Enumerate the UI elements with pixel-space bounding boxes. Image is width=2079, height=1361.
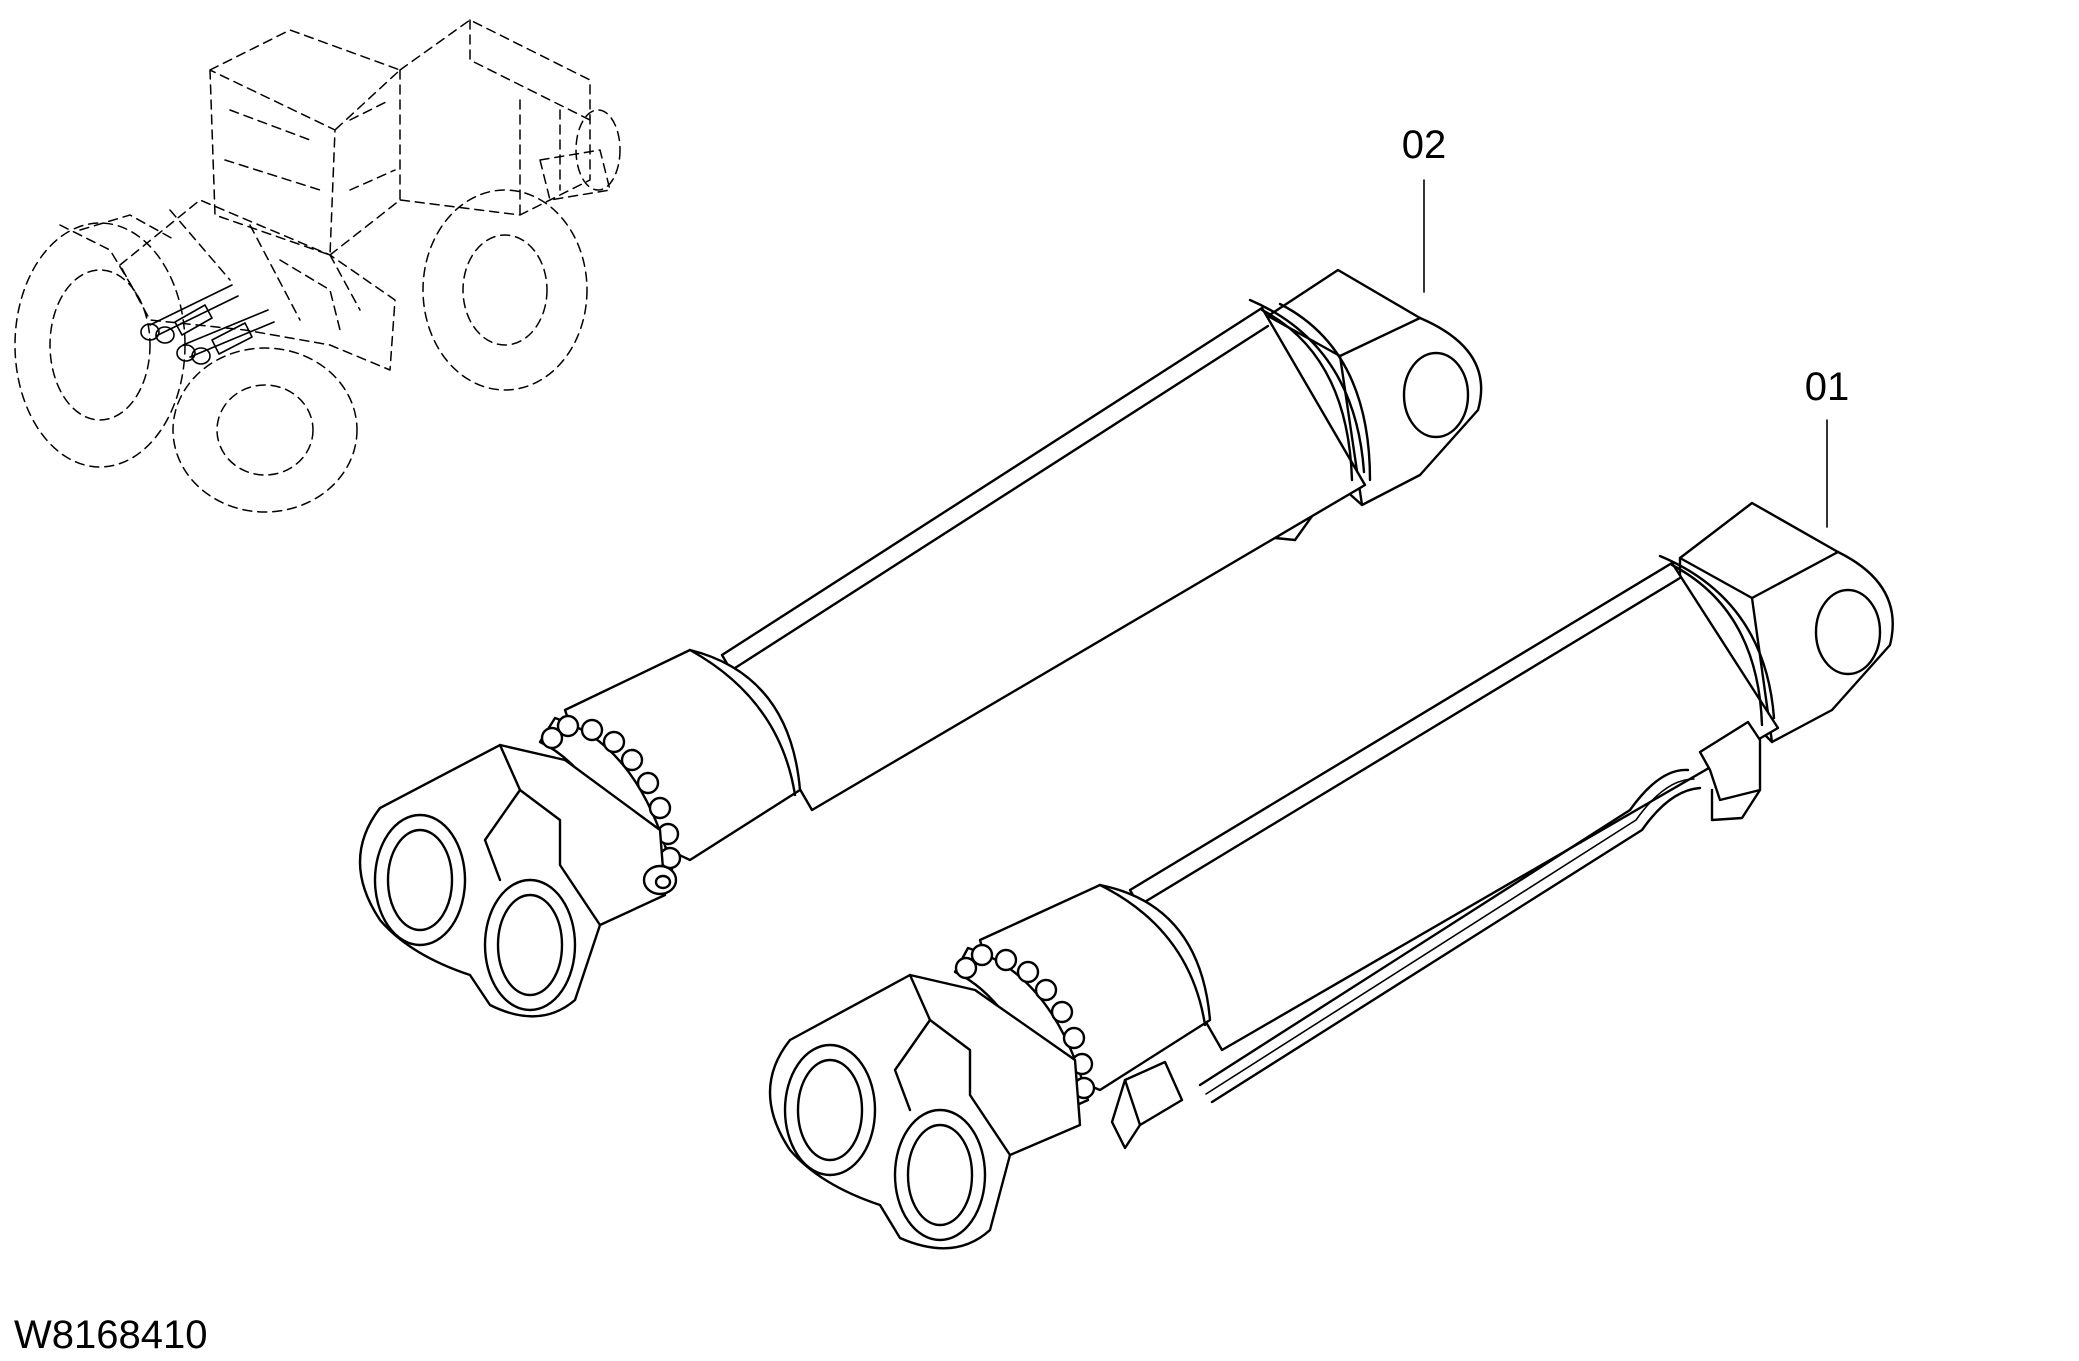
overview-loader-frame xyxy=(119,199,396,371)
overview-cab xyxy=(209,29,401,256)
cylinder-01-clevis-eye-left xyxy=(783,1043,877,1177)
overview-wheel-front-left xyxy=(14,222,186,468)
cylinder-02-clevis-eye-left xyxy=(373,813,467,947)
cylinder-02-clevis xyxy=(358,743,667,1018)
cylinder-02-clevis-eye-right xyxy=(483,878,577,1012)
overview-engine-hood xyxy=(399,19,591,216)
cylinder-01-eye-hole xyxy=(1814,588,1882,676)
machine-overview-thumbnail xyxy=(14,19,621,513)
cylinder-02-eye-hole xyxy=(1402,351,1470,439)
drawing-code: W8168410 xyxy=(14,1313,207,1357)
cylinder-01-clevis xyxy=(768,973,1082,1250)
overview-wheel-rear xyxy=(422,189,588,391)
callout-02: 02 xyxy=(1402,123,1447,293)
cylinder-01-hydraulic-pipe xyxy=(1110,720,1762,1150)
cylinder-01 xyxy=(768,501,1894,1250)
overview-highlighted-cylinders xyxy=(140,284,275,365)
cylinder-01-clevis-eye-right xyxy=(893,1108,987,1242)
cylinder-02 xyxy=(358,268,1483,1018)
callout-02-label: 02 xyxy=(1402,123,1447,167)
cylinder-01-barrel xyxy=(1128,561,1780,1052)
callout-01-label: 01 xyxy=(1805,365,1850,409)
overview-wheel-front-right xyxy=(172,347,358,513)
callout-01: 01 xyxy=(1805,365,1850,528)
cylinder-02-barrel xyxy=(720,306,1367,812)
